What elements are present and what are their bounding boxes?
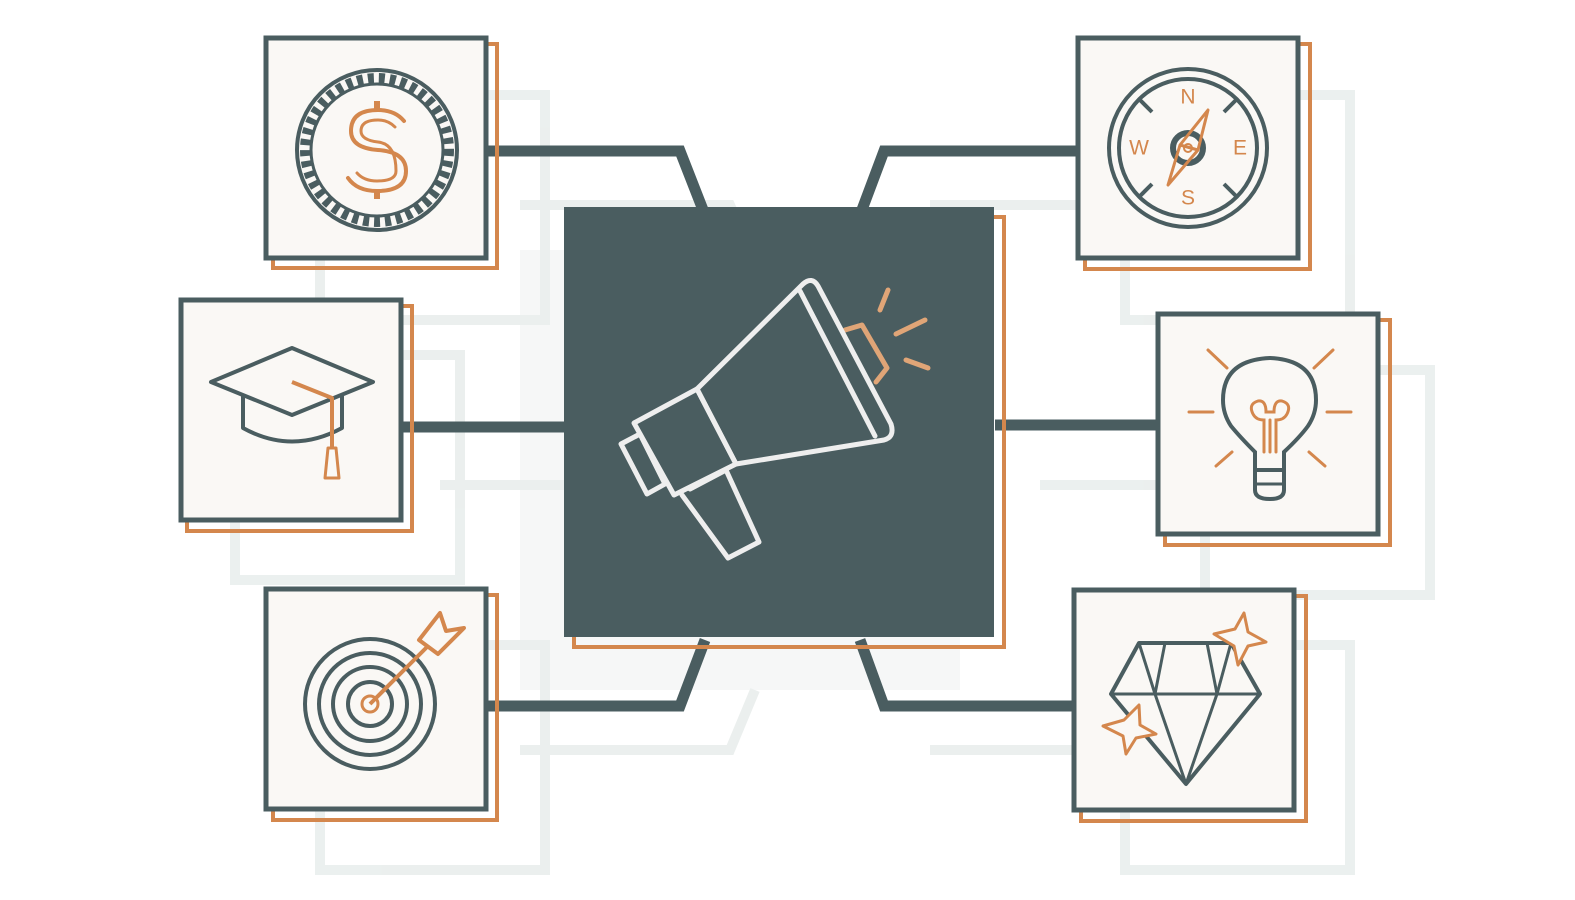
connector-compass	[854, 145, 1078, 217]
compass-icon	[1107, 67, 1269, 229]
node-value	[1071, 587, 1308, 823]
node-education	[178, 297, 414, 533]
compass-label-east: E	[1233, 137, 1247, 160]
connector-target	[488, 638, 711, 712]
diamond-sparkle-icon	[1101, 611, 1268, 786]
connector-value	[854, 638, 1075, 712]
connector-money	[488, 145, 711, 218]
megaphone-icon	[618, 278, 931, 561]
node-compass: N S E W	[1075, 35, 1312, 271]
lightbulb-icon	[1187, 348, 1353, 502]
compass-label-south: S	[1181, 187, 1195, 210]
node-money	[263, 35, 499, 270]
target-arrow-icon	[303, 611, 466, 771]
node-idea	[1155, 311, 1392, 547]
dollar-coin-icon	[295, 68, 459, 232]
connector-lines	[403, 145, 1160, 712]
graduation-cap-icon	[209, 346, 375, 480]
node-target	[263, 586, 499, 822]
center-card	[564, 207, 1006, 649]
compass-label-north: N	[1180, 86, 1195, 109]
compass-label-west: W	[1129, 137, 1149, 160]
